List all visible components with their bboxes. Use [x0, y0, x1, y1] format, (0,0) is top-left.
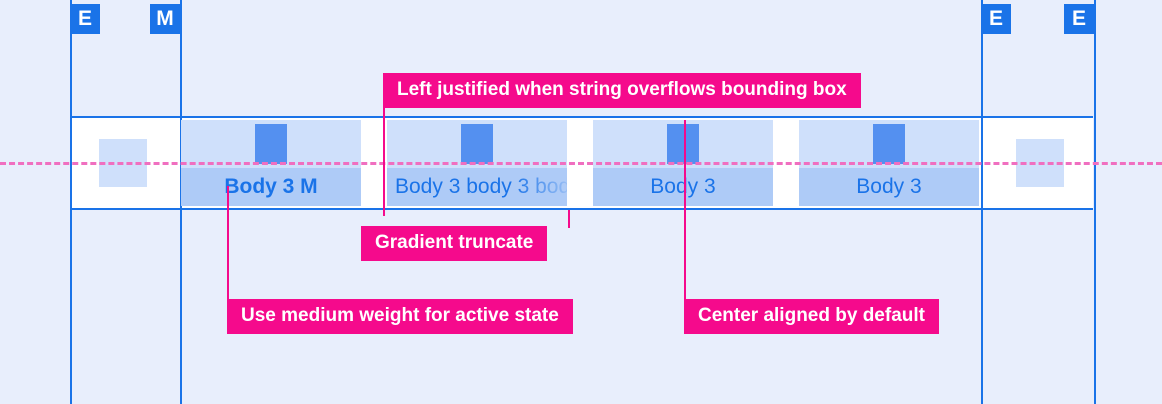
- annotation-center-aligned: Center aligned by default: [684, 299, 939, 334]
- vertical-guide-line-1: [70, 0, 72, 404]
- tab-item-label: Body 3: [856, 175, 922, 198]
- tab-icon: [667, 124, 699, 164]
- annotation-medium-weight: Use medium weight for active state: [227, 299, 573, 334]
- tab-icon: [255, 124, 287, 164]
- guide-badge-e-left: E: [70, 4, 100, 34]
- leader-line-left-justified: [383, 104, 385, 216]
- tab-item-2[interactable]: Body 3 body 3 body 3: [387, 120, 567, 206]
- tab-item-4[interactable]: Body 3: [799, 120, 979, 206]
- guide-badge-m: M: [150, 4, 180, 34]
- tab-item-3[interactable]: Body 3: [593, 120, 773, 206]
- tab-icon: [873, 124, 905, 164]
- tab-item-label: Body 3 M: [224, 175, 318, 198]
- tab-item-label: Body 3 body 3 body 3: [395, 175, 567, 198]
- tab-icon: [461, 124, 493, 164]
- tab-label-band: Body 3 body 3 body 3: [387, 168, 567, 206]
- tab-icon-zone: [799, 120, 979, 168]
- leader-line-medium-weight: [227, 186, 229, 299]
- guide-badge-e-right2: E: [1064, 4, 1094, 34]
- tab-icon-zone: [387, 120, 567, 168]
- tab-label-band: Body 3: [799, 168, 979, 206]
- tab-icon-zone: [181, 120, 361, 168]
- annotation-gradient-truncate: Gradient truncate: [361, 226, 548, 261]
- leader-line-gradient-truncate: [568, 210, 570, 228]
- tab-bar: Body 3 M Body 3 body 3 body 3 Body 3 Bod…: [181, 120, 985, 206]
- tab-item-label: Body 3: [650, 175, 716, 198]
- leader-line-center-aligned: [684, 120, 686, 299]
- vertical-guide-line-3: [981, 0, 983, 404]
- baseline-guide: [0, 162, 1162, 165]
- vertical-guide-line-4: [1094, 0, 1096, 404]
- annotation-left-justified: Left justified when string overflows bou…: [383, 73, 861, 108]
- tab-item-1[interactable]: Body 3 M: [181, 120, 361, 206]
- tab-label-band: Body 3: [593, 168, 773, 206]
- tab-icon-zone: [593, 120, 773, 168]
- tab-label-band: Body 3 M: [181, 168, 361, 206]
- guide-badge-e-right1: E: [981, 4, 1011, 34]
